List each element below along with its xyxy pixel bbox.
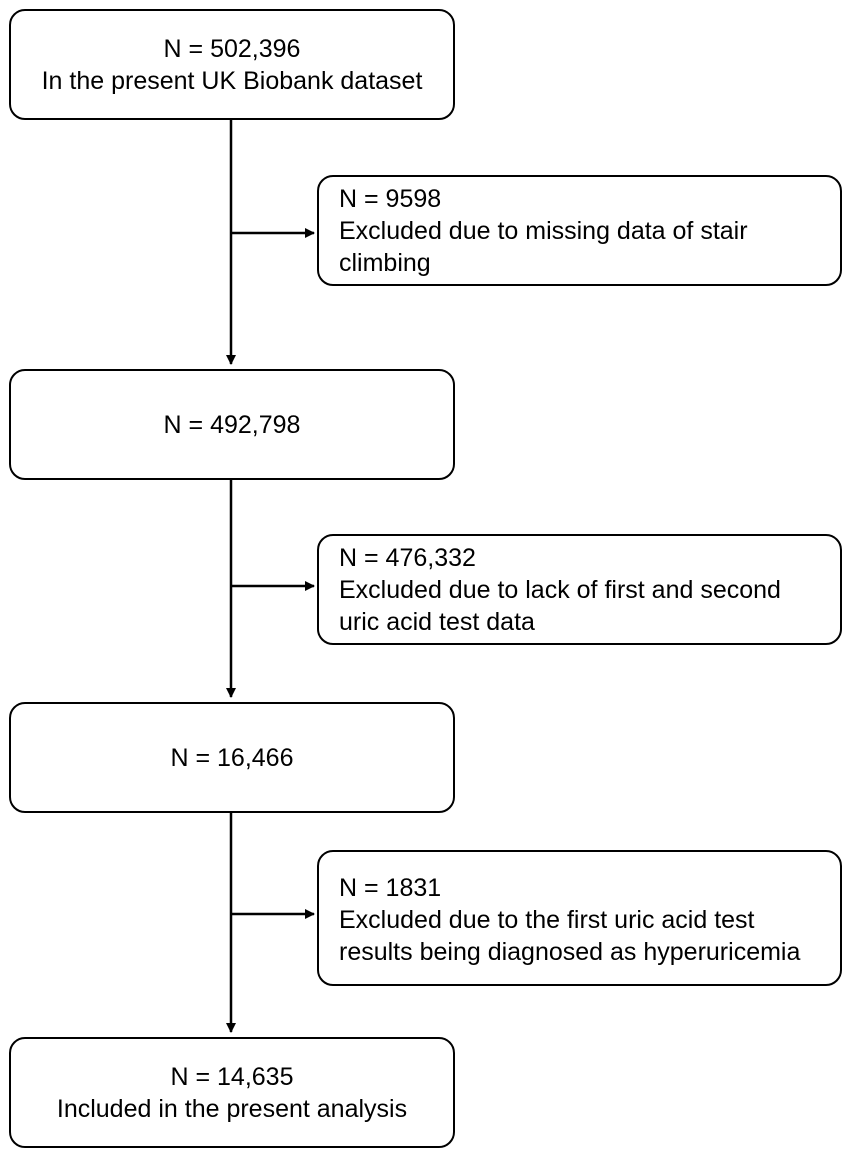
exclusion-count: N = 476,332 [339, 544, 476, 572]
cohort-count: N = 492,798 [163, 410, 301, 439]
cohort-box-initial: N = 502,396 In the present UK Biobank da… [9, 9, 455, 120]
exclusion-count: N = 9598 [339, 185, 442, 213]
exclusion-reason-line-1: Excluded due to missing data of stair [339, 217, 748, 245]
cohort-description: Included in the present analysis [56, 1094, 408, 1123]
exclusion-box-uric-acid-data: N = 476,332 Excluded due to lack of firs… [317, 534, 842, 645]
exclusion-box-hyperuricemia: N = 1831 Excluded due to the first uric … [317, 850, 842, 986]
exclusion-reason-line-2: climbing [339, 249, 431, 277]
exclusion-count: N = 1831 [339, 874, 442, 902]
cohort-box-after-uric-acid-exclusion: N = 16,466 [9, 702, 455, 813]
cohort-box-after-stair-exclusion: N = 492,798 [9, 369, 455, 480]
cohort-count: N = 16,466 [170, 743, 294, 772]
exclusion-reason-line-1: Excluded due to lack of first and second [339, 576, 781, 604]
exclusion-box-stair-climbing: N = 9598 Excluded due to missing data of… [317, 175, 842, 286]
cohort-count: N = 14,635 [170, 1062, 294, 1091]
exclusion-reason-line-2: uric acid test data [339, 608, 535, 636]
exclusion-reason-line-2: results being diagnosed as hyperuricemia [339, 938, 801, 966]
cohort-description: In the present UK Biobank dataset [41, 66, 423, 95]
cohort-count: N = 502,396 [163, 34, 301, 63]
exclusion-reason-line-1: Excluded due to the first uric acid test [339, 906, 755, 934]
cohort-box-final: N = 14,635 Included in the present analy… [9, 1037, 455, 1148]
